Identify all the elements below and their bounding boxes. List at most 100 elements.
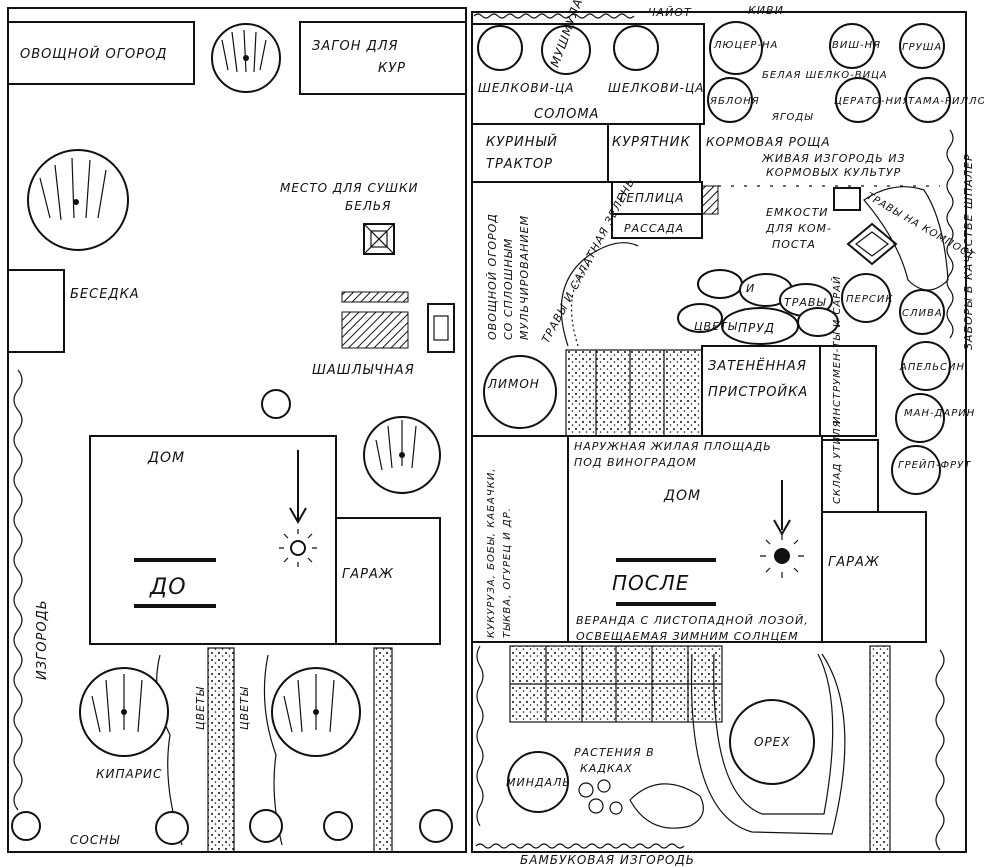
compost-tanks-label-1: ЕМКОСТИ [766, 206, 829, 219]
hedge-label: ИЗГОРОДЬ [35, 599, 50, 680]
bamboo-hedge-label: БАМБУКОВАЯ ИЗГОРОДЬ [520, 853, 695, 867]
coop-box [607, 123, 701, 183]
tools-label: ИНСТРУМЕН-ТЫ И САРАЙ [830, 275, 843, 424]
cypress-tree-icon [79, 667, 169, 757]
before-title: ДО [149, 575, 187, 600]
herbs-greens-label: ТРАВЫ И САЛАТНАЯ ЗЕЛЕНЬ [539, 176, 637, 346]
shaded-annex-label-1: ЗАТЕНЁННАЯ [708, 358, 807, 374]
cypress-label: КИПАРИС [96, 767, 162, 781]
before-vegetable-garden-box [7, 21, 195, 85]
living-hedge-label-2: КОРМОВЫХ КУЛЬТУР [766, 166, 901, 179]
chicken-tractor-box [471, 123, 609, 183]
coop-label: КУРЯТНИК [612, 135, 691, 150]
mulch-garden-label-1: ОВОЩНОЙ ОГОРОД [486, 213, 499, 340]
after-title: ПОСЛЕ [612, 571, 689, 595]
mulberry-label-left: ШЕЛКОВИ-ЦА [478, 81, 574, 95]
mulch-garden-label-3: МУЛЬЧИРОВАНИЕМ [518, 215, 531, 340]
before-vegetable-garden-label: ОВОЩНОЙ ОГОРОД [20, 46, 167, 62]
bbq-icon [341, 291, 455, 353]
walnut-label: ОРЕХ [754, 735, 790, 749]
lemon-tree [483, 355, 557, 429]
crops-label-2: ТЫКВА, ОГУРЕЦ И ДР. [502, 507, 513, 638]
living-hedge-label-1: ЖИВАЯ ИЗГОРОДЬ ИЗ [761, 152, 906, 165]
fodder-grove-label: КОРМОВАЯ РОЩА [706, 135, 831, 149]
bamboo-hedge [475, 843, 685, 849]
before-chicken-pen-box [299, 21, 467, 95]
trellis-beds [565, 349, 703, 437]
mulch-garden-label-2: СО СПЛОШНЫМ [502, 238, 515, 340]
veranda-label-1: ВЕРАНДА С ЛИСТОПАДНОЙ ЛОЗОЙ, [576, 614, 809, 627]
laundry-label-2: БЕЛЬЯ [345, 199, 391, 213]
recycle-label: СКЛАД УТИЛЯ [832, 419, 843, 504]
pots-label-2: КАДКАХ [580, 762, 633, 775]
pear-label: ГРУША [902, 42, 942, 53]
crops-label-1: КУКУРУЗА, БОБЫ, КАБАЧКИ, [486, 467, 497, 638]
cherry-label: ВИШ-НЯ [832, 40, 881, 51]
before-chicken-pen-label-2: КУР [378, 61, 406, 76]
tamarillo-label: ТАМА-РИЛЛО [908, 96, 984, 107]
flowers-label-after: ЦВЕТЫ [694, 320, 738, 333]
pines-label: СОСНЫ [70, 833, 120, 847]
white-mulberry-label: БЕЛАЯ ШЕЛКО-ВИЦА [762, 70, 888, 81]
tree-lower-right-icon [271, 667, 361, 757]
trellis-fences-label: ЗАБОРЫ В КАЧЕСТВЕ ШПАЛЕР [962, 153, 975, 350]
after-garage [821, 511, 927, 643]
sun-icon [279, 529, 317, 567]
sun-icon-after [760, 534, 804, 578]
mulberry-label-right: ШЕЛКОВИ-ЦА [608, 81, 704, 95]
outdoor-living-label-1: НАРУЖНАЯ ЖИЛАЯ ПЛОЩАДЬ [574, 440, 772, 453]
almond-tree [507, 751, 569, 813]
flowers-label-2: ЦВЕТЫ [238, 686, 251, 730]
plum-label: СЛИВА [902, 308, 943, 319]
peach-label: ПЕРСИК [846, 294, 893, 305]
tools-shed-box [819, 345, 877, 437]
veranda-label-2: ОСВЕЩАЕМАЯ ЗИМНИМ СОЛНЦЕМ [576, 630, 799, 643]
before-garage-label: ГАРАЖ [342, 567, 394, 582]
chicken-tractor-label-1: КУРИНЫЙ [486, 134, 558, 150]
compost-tanks-label-2: ДЛЯ КОМ- [765, 222, 832, 235]
after-plot-boundary [471, 11, 967, 853]
grapefruit-label: ГРЕЙП-ФРУТ [898, 458, 971, 471]
pots-label-1: РАСТЕНИЯ В [574, 746, 655, 759]
gazebo-box [7, 269, 65, 353]
tea-label: ЧАЙОТ [648, 6, 692, 19]
large-tree-left-icon [27, 149, 129, 251]
pine-trees-icon [11, 809, 453, 845]
left-hedge [13, 369, 23, 811]
bbq-label: ШАШЛЫЧНАЯ [312, 363, 415, 378]
tree-right-icon [363, 416, 441, 494]
recycle-box [821, 439, 879, 513]
orange-label: АПЕЛЬСИН [899, 362, 965, 373]
apple-label: ЯБЛОНЯ [709, 96, 760, 107]
laundry-rotary-icon [363, 223, 395, 255]
before-plot-boundary [7, 7, 467, 853]
before-house-label: ДОМ [147, 450, 185, 466]
seedlings-label: РАССАДА [624, 222, 684, 235]
berries-label: ЯГОДЫ [771, 112, 813, 123]
pond-label: ПРУД [738, 321, 775, 335]
shrub-icon [261, 389, 291, 419]
compost-tanks-label-3: ПОСТА [772, 238, 816, 251]
compost-bin-icon [833, 187, 861, 211]
gazebo-label: БЕСЕДКА [70, 287, 140, 302]
kiwi-label: КИВИ [748, 4, 784, 17]
alfalfa-label: ЛЮЦЕР-НА [713, 40, 778, 51]
ceratonia-label: ЦЕРАТО-НИЯ [834, 96, 911, 107]
before-garage [335, 517, 441, 645]
walnut-tree [729, 699, 815, 785]
potted-plants-icon [578, 779, 704, 829]
walk-path [690, 653, 846, 835]
crops-bed-box [471, 435, 569, 643]
seedlings-box [611, 213, 703, 239]
before-chicken-pen-label-1: ЗАГОН ДЛЯ [312, 39, 399, 54]
compost-herbs-label: ТРАВЫ НА КОМПОСТ [865, 191, 977, 262]
flowers-label-1: ЦВЕТЫ [194, 686, 207, 730]
after-garage-label: ГАРАЖ [828, 555, 880, 570]
compost-pit-icon [846, 222, 898, 266]
compost-herb-bed [863, 186, 949, 291]
straw-label: СОЛОМА [534, 107, 599, 122]
and-label: И [746, 282, 755, 295]
tree-top-icon [211, 23, 281, 93]
greenhouse-label: ТЕПЛИЦА [618, 191, 684, 205]
